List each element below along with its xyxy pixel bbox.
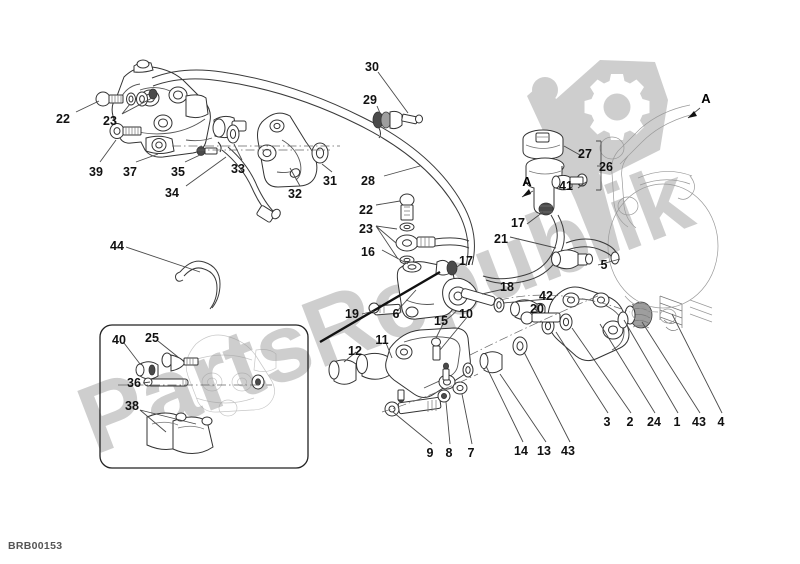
brake-light-switch-5 — [551, 238, 620, 270]
callout-41: 41 — [559, 179, 573, 193]
callout-16: 16 — [361, 245, 375, 259]
callout-32: 32 — [288, 187, 302, 201]
callout-1: 1 — [674, 415, 681, 429]
callout-21: 21 — [494, 232, 508, 246]
callout-24: 24 — [647, 415, 661, 429]
linkage-arm-assembly — [520, 286, 683, 362]
spacer-31 — [311, 142, 329, 164]
washer-33 — [226, 124, 240, 144]
callout-44: 44 — [110, 239, 124, 253]
callout-8: 8 — [446, 446, 453, 460]
callout-27: 27 — [578, 147, 592, 161]
callout-30: 30 — [365, 60, 379, 74]
callout-numbers: 22 23 39 37 35 34 33 32 31 30 29 28 22 2… — [56, 60, 724, 460]
bush-11 — [356, 352, 391, 380]
diagram-code: BRB00153 — [8, 540, 63, 552]
callout-34: 34 — [165, 186, 179, 200]
callout-20: 20 — [530, 302, 544, 316]
leader-lines — [75, 71, 723, 445]
pedal-reference-line — [319, 270, 441, 344]
inset-fitting-40 — [135, 361, 159, 380]
callout-10: 10 — [459, 307, 473, 321]
callout-9: 9 — [427, 446, 434, 460]
callout-5: 5 — [601, 258, 608, 272]
callout-37: 37 — [123, 165, 137, 179]
callout-40: 40 — [112, 333, 126, 347]
callout-7: 7 — [468, 446, 475, 460]
callout-14: 14 — [514, 444, 528, 458]
callout-23a: 23 — [103, 114, 117, 128]
callout-6: 6 — [393, 307, 400, 321]
callout-11: 11 — [375, 333, 388, 347]
callout-39: 39 — [89, 165, 103, 179]
callout-18: 18 — [500, 280, 514, 294]
callout-4: 4 — [718, 415, 725, 429]
bolt-7 — [452, 381, 468, 395]
retaining-clip-44 — [175, 260, 221, 310]
callout-22a: 22 — [56, 112, 70, 126]
inset-bleed-screw-25 — [161, 352, 199, 372]
callout-15: 15 — [434, 314, 448, 328]
caliper-bolt-39 — [109, 123, 142, 139]
callout-12: 12 — [348, 344, 362, 358]
pivot-bolt-9 — [384, 396, 442, 417]
caliper-washers-23 — [126, 88, 158, 107]
reservoir-screw-41 — [569, 173, 588, 187]
inset-brake-pads-38 — [146, 412, 214, 454]
callout-43a: 43 — [561, 444, 575, 458]
callout-33: 33 — [231, 162, 245, 176]
callout-28: 28 — [361, 174, 375, 188]
master-cylinder-16 — [368, 259, 478, 320]
inset-detail-box — [99, 324, 309, 469]
callout-35: 35 — [171, 165, 185, 179]
section-marker-a-right: A — [701, 91, 711, 106]
callout-31: 31 — [323, 174, 337, 188]
callout-36: 36 — [127, 376, 141, 390]
callout-22b: 22 — [359, 203, 373, 217]
banjo-bolt-22-mid — [399, 193, 415, 221]
callout-38: 38 — [125, 399, 139, 413]
brake-switch-29-30 — [372, 110, 423, 139]
brake-pedal-10 — [385, 327, 471, 403]
callout-13: 13 — [537, 444, 551, 458]
caliper-bolt-22 — [95, 91, 124, 107]
washer-13 — [462, 362, 474, 378]
spring-hooks-4 — [659, 295, 683, 331]
frame-outline — [599, 104, 719, 324]
section-marker-a-left: A — [522, 174, 532, 189]
gear-icon — [527, 60, 668, 262]
callout-19: 19 — [345, 307, 359, 321]
washer-43a — [512, 336, 528, 356]
callout-26: 26 — [599, 160, 613, 174]
callout-43b: 43 — [692, 415, 706, 429]
reservoir-cap-27 — [522, 129, 564, 160]
callout-17b: 17 — [511, 216, 525, 230]
axis-centerlines — [118, 145, 631, 413]
callout-25: 25 — [145, 331, 159, 345]
callout-17a: 17 — [459, 254, 473, 268]
callout-2: 2 — [627, 415, 634, 429]
callout-29: 29 — [363, 93, 377, 107]
callout-23b: 23 — [359, 222, 373, 236]
washer-42 — [493, 297, 505, 313]
inset-pin-36 — [143, 377, 189, 387]
bush-14 — [479, 351, 503, 374]
bush-12 — [328, 359, 357, 385]
callout-42: 42 — [539, 289, 553, 303]
nut-8 — [437, 389, 451, 403]
hose-bolt-35 — [196, 146, 218, 156]
callout-3: 3 — [604, 415, 611, 429]
